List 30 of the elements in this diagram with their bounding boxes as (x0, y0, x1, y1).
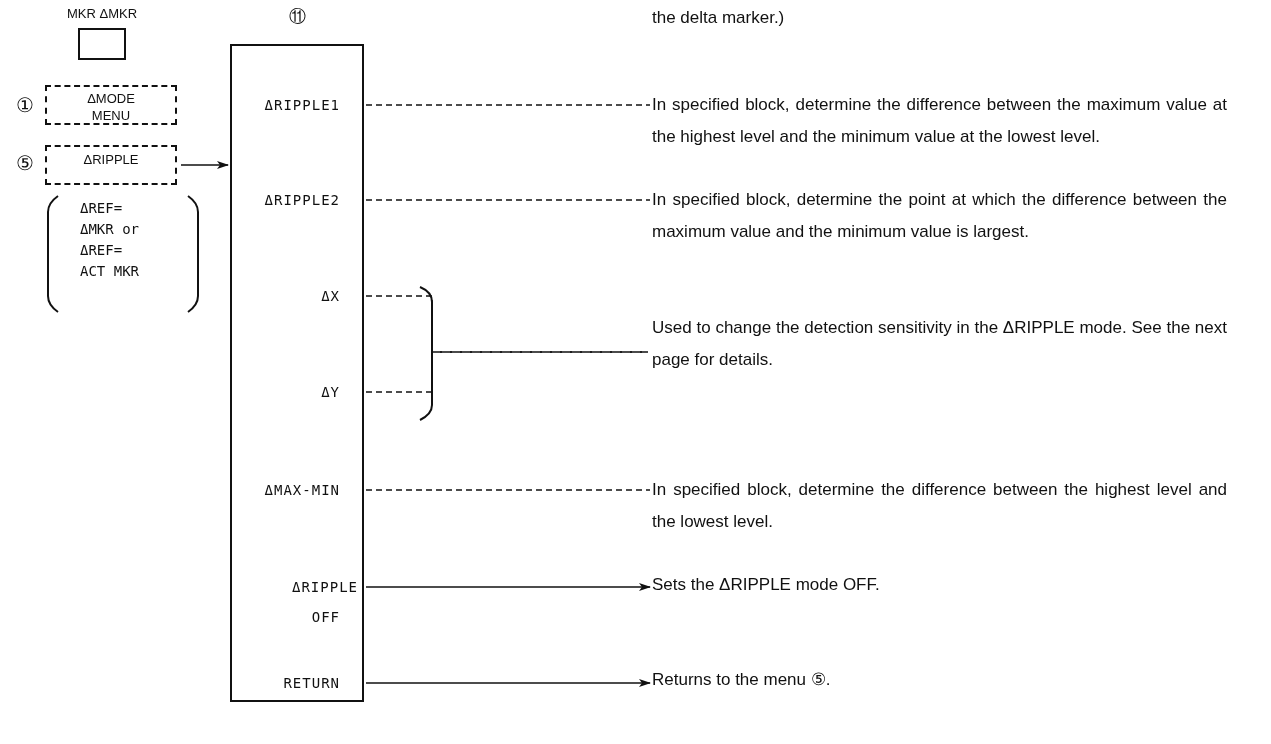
softkey-label: ΔMODE MENU (45, 85, 177, 125)
key-label: MKR ΔMKR (65, 6, 139, 22)
softkey-label: ΔRIPPLE OFF (232, 572, 362, 632)
softkey-label: ΔY (232, 377, 362, 407)
leader-line (365, 489, 651, 491)
softkey-label: ΔMAX-MIN (232, 475, 362, 505)
description-text: Returns to the menu ⑤. (652, 664, 1227, 696)
leader-line (365, 199, 651, 201)
description-text: Used to change the detection sensitivity in the ΔRIPPLE mode. See the next page for details. (652, 312, 1227, 376)
text-fragment: the delta marker.) (652, 7, 785, 29)
arrow (365, 583, 651, 591)
callout-number: ① (16, 94, 34, 116)
menu-panel (230, 44, 364, 702)
callout-number: ⑪ (287, 6, 307, 28)
leader-line (365, 295, 649, 353)
description-text: In specified block, determine the difference between the highest level and the lowest level. (652, 474, 1227, 538)
softkey-label: ΔRIPPLE1 (232, 90, 362, 120)
leader-line (365, 104, 651, 106)
arrow (365, 679, 651, 687)
description-text: In specified block, determine the point at which the difference between the maximum value and the minimum value is largest. (652, 184, 1227, 248)
arrow (180, 161, 229, 169)
callout-number: ⑤ (16, 152, 34, 174)
leader-line (365, 351, 649, 393)
softkey-label: ΔX (232, 281, 362, 311)
softkey-label: RETURN (232, 668, 362, 698)
softkey-label: ΔRIPPLE2 (232, 185, 362, 215)
softkey-label: ΔRIPPLE (45, 145, 177, 185)
reference-note: ΔREF= ΔMKR or ΔREF= ACT MKR (80, 199, 140, 281)
description-text: Sets the ΔRIPPLE mode OFF. (652, 569, 1227, 601)
description-text: In specified block, determine the difference between the maximum value at the highest level and the minimum value at the lowest level. (652, 89, 1227, 153)
